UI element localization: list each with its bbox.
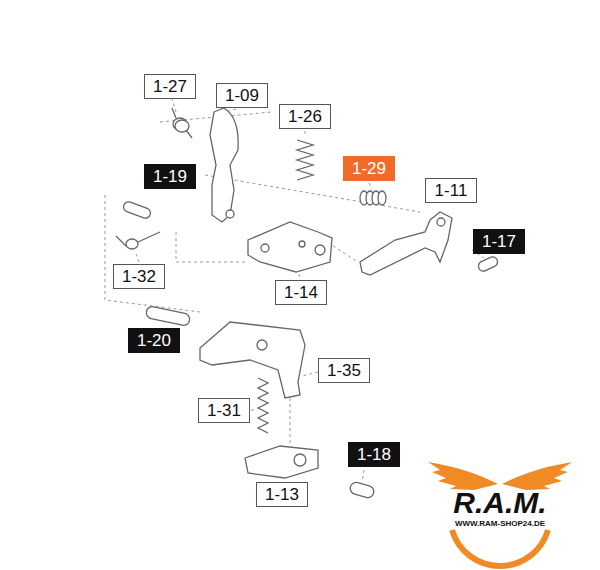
coil-spring: [258, 378, 268, 433]
leader-line: [369, 183, 372, 189]
spring-leg: [116, 232, 160, 246]
coil-spring: [297, 140, 313, 180]
small-spring: [360, 191, 386, 205]
leader-line: [136, 254, 139, 262]
callout-box: 1-35: [318, 358, 370, 383]
spring-coil: [126, 239, 138, 249]
part-hole: [294, 454, 306, 466]
lever-pin: [226, 210, 234, 218]
safety-block: [245, 446, 318, 478]
torsion-spring: [172, 108, 192, 138]
part-hole: [315, 245, 325, 255]
callout-number: 1-13: [265, 486, 299, 503]
part-hole: [257, 340, 267, 350]
callout-box: 1-18: [348, 442, 400, 467]
pin: [145, 306, 191, 327]
callout-number: 1-14: [284, 284, 318, 301]
trigger-lever: [210, 108, 238, 222]
parts: [116, 108, 499, 499]
leader-line: [362, 470, 364, 482]
spring-coil: [378, 191, 386, 205]
callout-number: 1-31: [207, 402, 241, 419]
leader-line: [298, 272, 300, 277]
callout-number: 1-19: [153, 168, 187, 185]
logo-wing: [428, 462, 498, 490]
callout-number: 1-11: [435, 182, 468, 199]
callout-number: 1-26: [288, 108, 322, 125]
pin: [349, 481, 375, 499]
callout-box: 1-17: [473, 229, 525, 254]
leader-line: [305, 131, 306, 137]
logo-text: WWW.RAM-SHOP24.DE: [455, 520, 545, 528]
callout-number: 1-20: [137, 332, 171, 349]
callout-number: 1-35: [327, 362, 361, 379]
guide-line: [176, 232, 245, 262]
pin: [122, 201, 152, 220]
callout-number: 1-32: [122, 268, 156, 285]
shop-logo: [428, 462, 572, 566]
guide-lines: [105, 92, 484, 482]
callout-number: 1-27: [153, 78, 187, 95]
spring-leg: [172, 108, 192, 138]
callout-box: 1-27: [144, 74, 196, 99]
callout-box: 1-09: [216, 83, 268, 108]
callout-box: 1-26: [279, 104, 331, 129]
guide-line: [290, 398, 291, 446]
sear-block: [248, 222, 332, 272]
leader-line: [302, 372, 318, 376]
part-hole: [437, 218, 445, 226]
callout-number: 1-29: [352, 160, 386, 177]
callout-box: 1-29: [343, 156, 395, 181]
guide-line: [205, 175, 420, 212]
hammer-lever: [360, 212, 452, 275]
callout-number: 1-18: [357, 446, 391, 463]
leader-line: [251, 410, 257, 411]
part-hole: [261, 244, 269, 252]
part-hole: [299, 241, 305, 247]
pin: [477, 255, 499, 273]
callout-box: 1-14: [275, 280, 327, 305]
callout-box: 1-11: [425, 178, 477, 203]
callout-box: 1-31: [198, 398, 250, 423]
callout-box: 1-19: [144, 164, 196, 189]
logo-text: R.A.M.: [453, 488, 546, 518]
trigger-plate: [200, 322, 305, 398]
callout-number: 1-09: [225, 87, 259, 104]
callout-number: 1-17: [482, 233, 516, 250]
logo-ring: [452, 530, 548, 566]
guide-line: [105, 195, 200, 312]
callout-box: 1-32: [113, 264, 165, 289]
callout-box: 1-13: [256, 482, 308, 507]
torsion-spring: [116, 232, 160, 249]
callout-box: 1-20: [128, 328, 180, 353]
logo-wing: [502, 462, 572, 490]
